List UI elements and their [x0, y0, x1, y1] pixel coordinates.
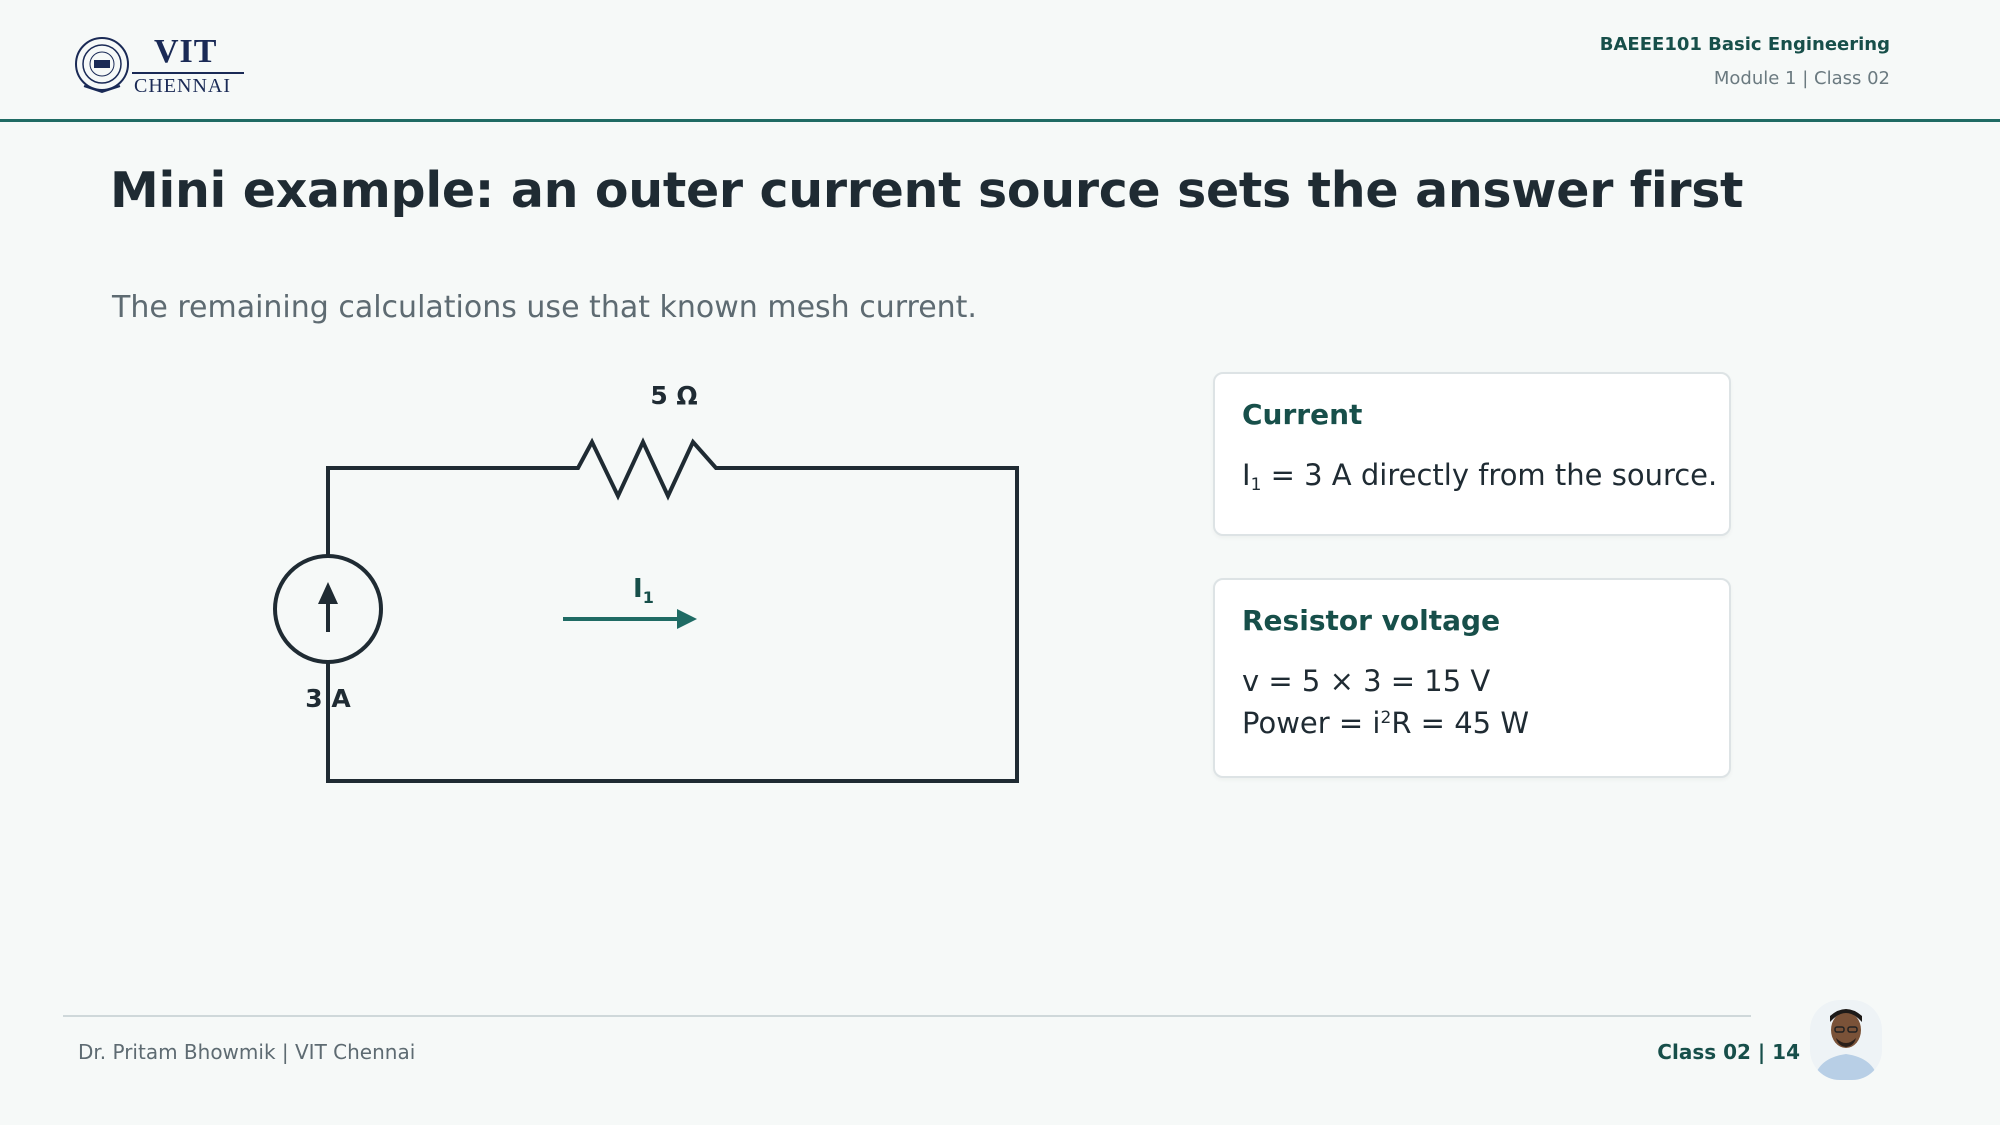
resistor-voltage-card: Resistor voltage v = 5 × 3 = 15 V Power …: [1213, 578, 1731, 778]
header-rule: [0, 119, 2000, 122]
presenter-avatar: [1810, 1000, 1882, 1080]
vit-logo: VIT CHENNAI: [74, 34, 244, 98]
source-label: 3 A: [305, 684, 351, 713]
course-code: BAEEE101 Basic Engineering: [1599, 34, 1890, 55]
footer-rule: [63, 1015, 1751, 1017]
logo-name: VIT: [154, 33, 218, 70]
resistor-voltage-card-title: Resistor voltage: [1242, 604, 1501, 637]
logo-divider: [132, 72, 244, 74]
slide-subtitle: The remaining calculations use that know…: [112, 290, 977, 325]
current-card-text: I1 = 3 A directly from the source.: [1242, 458, 1718, 495]
power-equation: Power = i2R = 45 W: [1242, 706, 1529, 740]
page-number: Class 02 | 14: [1657, 1040, 1800, 1064]
footer-author: Dr. Pritam Bhowmik | VIT Chennai: [78, 1040, 416, 1064]
mesh-current-arrowhead-icon: [677, 609, 697, 629]
current-card-title: Current: [1242, 398, 1363, 431]
slide-header: VIT CHENNAI BAEEE101 Basic Engineering M…: [0, 0, 2000, 120]
logo-subname: CHENNAI: [134, 75, 231, 97]
vit-seal-icon: [75, 37, 129, 94]
circuit-diagram: 5 Ω 3 A I1: [273, 381, 1019, 783]
slide-title: Mini example: an outer current source se…: [110, 162, 1744, 219]
voltage-equation: v = 5 × 3 = 15 V: [1242, 664, 1491, 698]
resistor-label: 5 Ω: [650, 381, 697, 410]
current-source-arrowhead-icon: [318, 582, 338, 604]
resistor-zigzag: [548, 437, 798, 501]
mesh-current-label: I1: [633, 574, 654, 607]
current-card: Current I1 = 3 A directly from the sourc…: [1213, 372, 1731, 536]
module-class: Module 1 | Class 02: [1713, 68, 1890, 89]
